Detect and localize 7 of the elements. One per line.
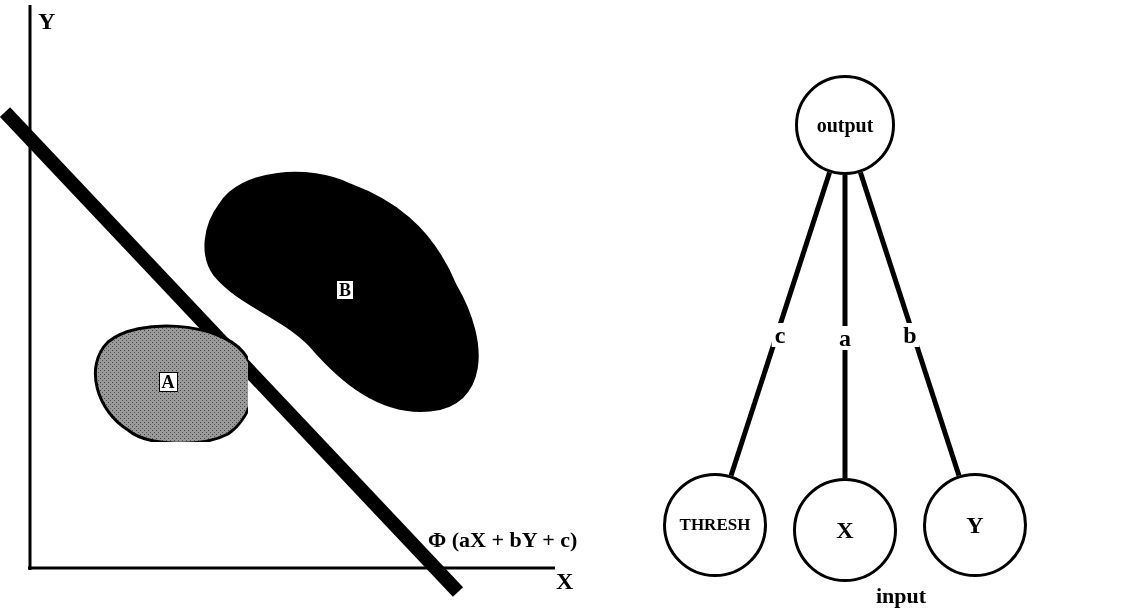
formula-label: Φ (aX + bY + c) bbox=[428, 526, 578, 554]
edge-label: a bbox=[836, 325, 854, 350]
axis-label: Y bbox=[38, 7, 56, 36]
axis-label: X bbox=[556, 567, 574, 596]
connector-line bbox=[842, 175, 848, 478]
layer-label: input bbox=[876, 582, 927, 610]
edge-label: b bbox=[900, 323, 920, 347]
